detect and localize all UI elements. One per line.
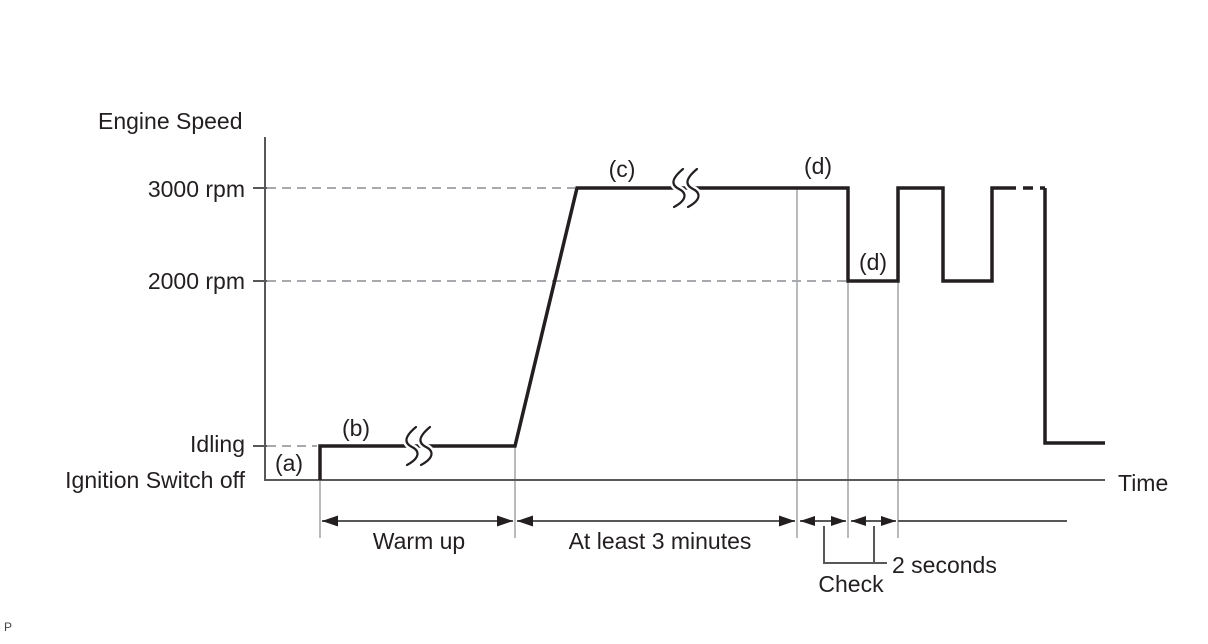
signal-final-segment: [1043, 188, 1105, 445]
x-axis-title: Time: [1118, 470, 1168, 496]
corner-mark: P: [4, 620, 12, 634]
marker-d-2: (d): [859, 249, 887, 275]
signal-path: [318, 186, 1006, 480]
level-label-idling: Idling: [190, 431, 245, 457]
line-break-mark-idling: [403, 423, 435, 469]
dimension-3-minutes: [517, 515, 795, 527]
span-label-check: Check: [818, 571, 884, 597]
level-label-2000rpm: 2000 rpm: [148, 268, 245, 294]
marker-d-1: (d): [804, 153, 832, 179]
marker-b: (b): [342, 415, 370, 441]
y-axis-title: Engine Speed: [98, 108, 243, 134]
line-break-mark-3000rpm: [670, 165, 702, 211]
dimension-check-interval-1: [800, 516, 846, 526]
check-bracket: [823, 526, 887, 564]
dimension-warm-up: [322, 515, 513, 527]
level-label-3000rpm: 3000 rpm: [148, 176, 245, 202]
marker-c: (c): [609, 156, 636, 182]
marker-a: (a): [275, 450, 303, 476]
level-label-ignition-switch-off: Ignition Switch off: [65, 467, 245, 493]
dimension-check-interval-2: [851, 516, 896, 526]
span-label-2-seconds: 2 seconds: [892, 552, 997, 578]
span-label-warm-up: Warm up: [373, 528, 465, 554]
span-label-3-minutes: At least 3 minutes: [569, 528, 752, 554]
